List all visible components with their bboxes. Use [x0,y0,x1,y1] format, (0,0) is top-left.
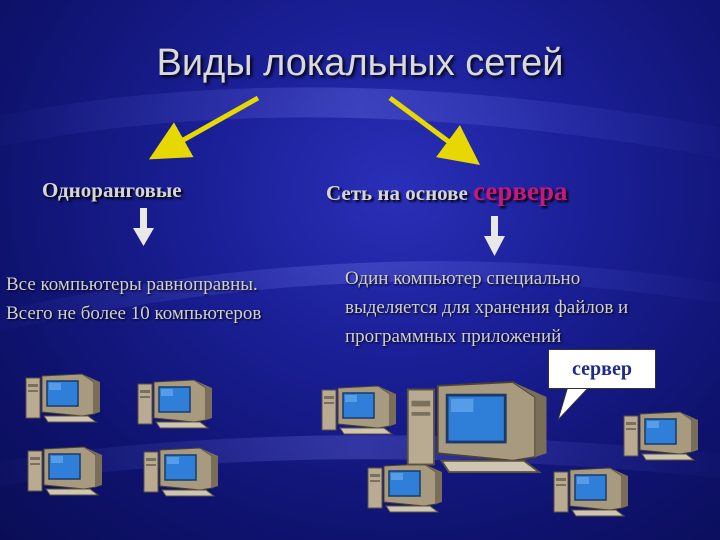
server-callout-label: сервер [572,358,632,380]
server-computer-icon [406,380,548,474]
peer-network-heading: Одноранговые [42,178,182,202]
computer-icon [137,379,213,429]
peer-network-description: Все компьютеры равноправны. Всего не бол… [6,274,262,324]
computer-icon [553,467,629,517]
computer-icon [143,447,219,497]
server-heading-accent: сервера [473,176,568,206]
computer-icon [25,373,101,423]
server-network-description: Один компьютер специально выделяется для… [345,268,629,347]
server-heading-prefix: Сеть на основе [326,181,468,205]
computer-icon [27,446,103,496]
server-callout: сервер [548,349,656,389]
arrow-diagonal-left-icon [148,95,260,160]
server-network-heading: Сеть на основе сервера [326,176,567,207]
arrow-down-right-icon [484,216,505,256]
arrow-diagonal-right-icon [388,95,481,165]
arrow-down-left-icon [133,208,154,246]
page-title: Виды локальных сетей [156,42,564,84]
computer-icon [623,411,699,461]
callout-pointer [557,385,592,421]
computer-icon [321,385,397,435]
